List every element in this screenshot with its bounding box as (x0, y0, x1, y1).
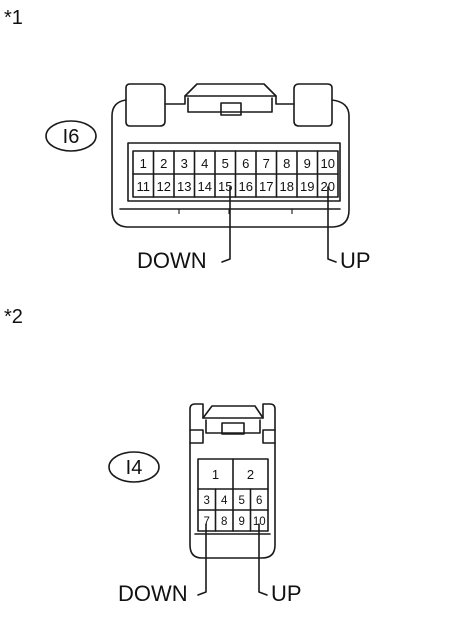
connector-1-left-key (125, 99, 166, 127)
pin-label: 10 (253, 516, 266, 528)
connector-2-left-key (189, 429, 204, 444)
pin-label: 6 (242, 156, 249, 171)
connector-1-up-lead (327, 186, 337, 263)
connector-2-up-lead (258, 523, 268, 596)
connector-2-up-label: UP (271, 581, 302, 606)
connector-1-marker: *1 (4, 7, 23, 29)
pin-label: 11 (137, 179, 151, 194)
connector-2-latch-tab (221, 422, 245, 435)
pin-label: 13 (177, 179, 191, 194)
connector-2-latch-body (205, 419, 261, 434)
connector-1-down-lead (221, 186, 231, 263)
pin-label: 5 (239, 495, 245, 507)
pin-label: 9 (304, 156, 311, 171)
connector-2-code-oval (108, 451, 160, 483)
pin-label: 19 (300, 179, 314, 194)
connector-2-housing (189, 403, 276, 559)
connector-2-right-key (262, 429, 276, 444)
connector-2-code: I4 (126, 457, 143, 479)
connector-2-terminals: DOWN UP (118, 523, 302, 606)
connector-1-latch-ramp (184, 83, 277, 97)
connector-1-housing (111, 83, 350, 228)
pin-label: 6 (256, 495, 262, 507)
connector-1-code: I6 (63, 126, 80, 148)
connector-1-rail-ribs (178, 209, 293, 214)
pin-label: 14 (198, 179, 212, 194)
connector-1-code-badge: I6 (45, 120, 97, 152)
connector-1-latch-body (187, 97, 273, 113)
pin-label: 16 (239, 179, 253, 194)
connector-1-terminals: DOWN UP (137, 186, 371, 273)
pin-label: 7 (263, 156, 270, 171)
connector-1-pin-frame (127, 142, 341, 202)
connector-1-latch-tab (220, 102, 242, 116)
connector-1-outline (111, 83, 350, 228)
connector-1-up-label: UP (340, 248, 371, 273)
pin-label: 10 (321, 156, 335, 171)
pin-label: 1 (140, 156, 147, 171)
pin-label: 5 (222, 156, 229, 171)
pin-label: 1 (212, 467, 219, 482)
connector-2-code-badge: I4 (108, 451, 160, 483)
pin-label: 17 (259, 179, 273, 194)
connector-2-marker: *2 (4, 306, 23, 328)
connector-1-right-key (293, 99, 333, 127)
connector-2-outline (189, 403, 276, 559)
pin-label: 9 (239, 516, 245, 528)
pin-label: 7 (204, 516, 210, 528)
connector-2-grid-columns (214, 488, 252, 532)
connector-2-down-lead (197, 523, 207, 596)
pin-label: 2 (247, 467, 254, 482)
connector-1-code-oval (45, 120, 97, 152)
pin-label: 2 (160, 156, 167, 171)
pin-label: 4 (201, 156, 208, 171)
connector-2-down-label: DOWN (118, 581, 188, 606)
pin-label: 8 (221, 516, 227, 528)
pin-label: 4 (221, 495, 228, 507)
pin-label: 12 (157, 179, 171, 194)
connector-2-latch-ramp (202, 405, 264, 419)
pin-label: 3 (204, 495, 210, 507)
pin-label: 8 (283, 156, 290, 171)
connector-1-down-label: DOWN (137, 248, 207, 273)
pin-label: 3 (181, 156, 188, 171)
connector-1-grid-columns (152, 150, 319, 198)
pin-label: 18 (280, 179, 294, 194)
pin-label: 15 (218, 179, 232, 194)
